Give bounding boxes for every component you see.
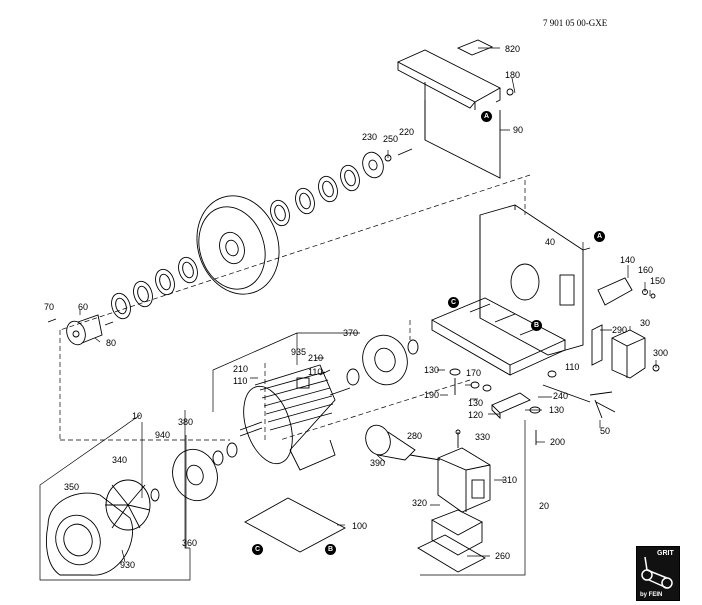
- part-label-210-a: 210: [233, 364, 249, 374]
- part-label-170: 170: [466, 368, 482, 378]
- part-label-110-c: 110: [565, 362, 580, 372]
- part-label-935: 935: [291, 347, 307, 357]
- label-plate-820: [456, 39, 494, 56]
- part-label-80: 80: [106, 338, 117, 348]
- marker-a-top: A: [481, 111, 492, 122]
- top-cover-90: [396, 49, 501, 179]
- part-label-70: 70: [44, 302, 55, 312]
- marker-c-plate: C: [252, 544, 263, 555]
- part-label-820: 820: [505, 44, 521, 54]
- part-label-30: 30: [640, 318, 651, 328]
- marker-a-right: A: [594, 231, 605, 242]
- base-plate-100: [244, 497, 346, 553]
- leader-lines: [39, 47, 657, 581]
- part-label-130-a: 130: [424, 365, 440, 375]
- drive-hub-60: [47, 314, 114, 346]
- part-label-130-b: 130: [468, 398, 484, 408]
- flange-washers: [111, 148, 413, 320]
- part-label-250: 250: [383, 134, 399, 144]
- part-label-40: 40: [545, 237, 556, 247]
- bracket-140: [597, 277, 633, 306]
- switch-assembly: [365, 424, 491, 573]
- part-label-330: 330: [475, 432, 491, 442]
- part-label-320: 320: [412, 498, 428, 508]
- rear-shield: [172, 442, 238, 502]
- part-label-50: 50: [600, 426, 611, 436]
- housing-40: [479, 204, 591, 356]
- part-label-200: 200: [550, 437, 566, 447]
- part-label-230: 230: [362, 132, 378, 142]
- base-plate: [430, 297, 567, 376]
- part-label-150: 150: [650, 276, 666, 286]
- part-label-940: 940: [155, 430, 171, 440]
- part-label-300: 300: [653, 348, 669, 358]
- part-label-140: 140: [620, 255, 636, 265]
- part-label-20: 20: [539, 501, 550, 511]
- part-label-210-b: 210: [308, 353, 324, 363]
- part-label-350: 350: [64, 482, 80, 492]
- part-label-260: 260: [495, 551, 511, 561]
- cover-30: [611, 329, 646, 379]
- document-number: 7 901 05 00-GXE: [543, 18, 608, 28]
- logo-brand: GRIT: [657, 550, 674, 557]
- end-shield-370: [346, 334, 419, 386]
- part-label-190: 190: [424, 390, 440, 400]
- dashed-guide-lines: [59, 174, 531, 441]
- motor-10: [239, 364, 351, 471]
- part-label-280: 280: [407, 431, 423, 441]
- part-label-380: 380: [178, 417, 194, 427]
- marker-b-plate: B: [325, 544, 336, 555]
- part-label-370: 370: [343, 328, 359, 338]
- part-label-930: 930: [120, 560, 136, 570]
- part-label-100: 100: [352, 521, 368, 531]
- logo-subtitle: by FEIN: [640, 592, 663, 598]
- part-label-390: 390: [370, 458, 386, 468]
- part-label-180: 180: [505, 70, 521, 80]
- belt-grinder-logo-icon: [641, 556, 673, 589]
- part-label-110-b: 110: [308, 367, 323, 377]
- clamp-lever-50: [542, 384, 616, 419]
- part-label-60: 60: [78, 302, 89, 312]
- part-label-340: 340: [112, 455, 128, 465]
- part-label-90: 90: [513, 125, 524, 135]
- part-label-160: 160: [638, 265, 654, 275]
- small-hardware: [449, 289, 660, 445]
- part-label-120: 120: [468, 410, 484, 420]
- part-label-10: 10: [132, 411, 143, 421]
- side-bracket-290: [591, 324, 603, 366]
- part-label-360: 360: [182, 538, 198, 548]
- fan-350: [105, 479, 160, 531]
- part-label-110-a: 110: [233, 376, 248, 386]
- part-label-130-c: 130: [549, 405, 565, 415]
- fan-cover-340: [46, 492, 134, 576]
- marker-b-base: B: [531, 320, 542, 331]
- part-label-240: 240: [553, 391, 569, 401]
- marker-c-base: C: [448, 297, 459, 308]
- part-label-220: 220: [399, 127, 415, 137]
- grinding-wheel: [196, 195, 280, 295]
- part-label-290: 290: [612, 325, 628, 335]
- part-label-310: 310: [502, 475, 518, 485]
- grit-logo: GRIT by FEIN: [636, 546, 680, 601]
- screw-180: [506, 88, 514, 96]
